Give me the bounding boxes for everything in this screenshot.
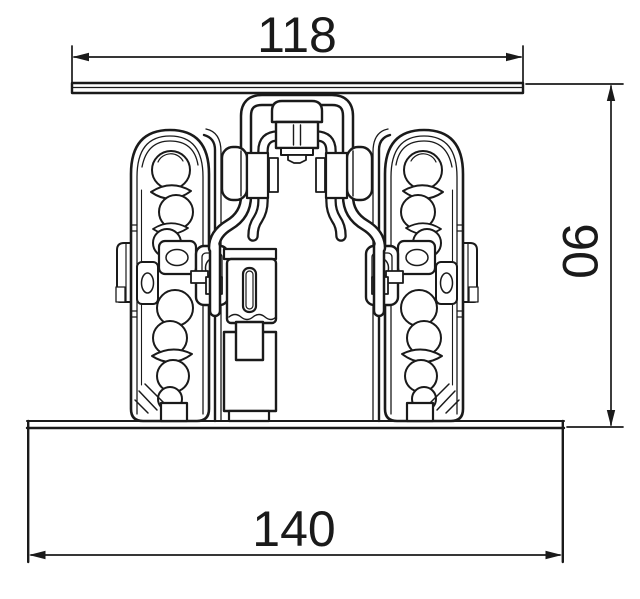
- arrowhead-down: [606, 410, 616, 427]
- hanger-guide-rollers: [220, 145, 374, 202]
- adjustment-slot: [241, 266, 258, 314]
- bolt-washer: [280, 147, 314, 156]
- bracket-neck: [234, 320, 265, 362]
- suspension-bolt: [270, 99, 324, 164]
- dimension-lines: [30, 45, 624, 556]
- door-panel: [25, 419, 566, 564]
- roller-spacer: [268, 157, 279, 193]
- roller-mount: [324, 151, 349, 200]
- dimension-side-height-label: 90: [552, 223, 608, 279]
- arrowhead-right: [506, 52, 523, 62]
- door-bracket-assembly: [222, 247, 278, 423]
- bolt-tip: [287, 154, 307, 164]
- roller-mount: [245, 151, 270, 200]
- bracket-flange: [222, 247, 278, 261]
- guide-roller: [345, 145, 374, 202]
- dimension-top-width-label: 118: [257, 7, 337, 63]
- dimension-labels: 118 90 140: [252, 7, 608, 557]
- bolt-head: [270, 99, 324, 124]
- arrowhead-right: [545, 550, 562, 560]
- bracket-foot: [227, 409, 271, 423]
- dimension-arrows: [29, 52, 616, 560]
- adjustment-interface: [228, 313, 277, 321]
- arrowhead-left: [72, 52, 89, 62]
- guide-roller: [220, 145, 249, 202]
- arrowhead-up: [606, 84, 616, 101]
- dimension-bottom-width-label: 140: [252, 501, 335, 557]
- adjustment-slot-inner: [245, 270, 254, 310]
- roller-spacer: [315, 157, 326, 193]
- top-rail-plate: [70, 81, 525, 95]
- arrowhead-left: [29, 550, 46, 560]
- drawing-lines: 118 90 140: [25, 7, 624, 564]
- bolt-body: [274, 120, 320, 150]
